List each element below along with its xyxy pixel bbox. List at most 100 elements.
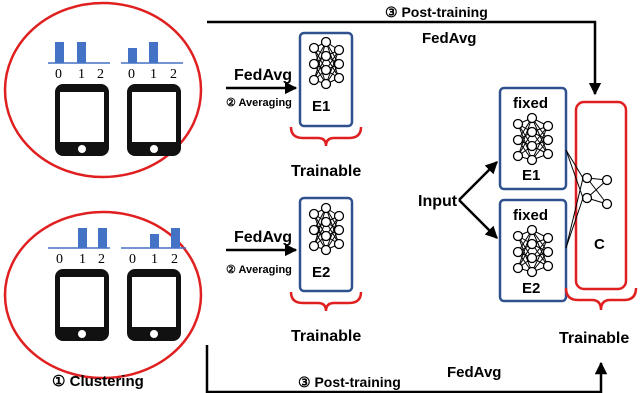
net-node	[512, 134, 524, 146]
net-node	[333, 44, 345, 56]
net-node	[333, 72, 345, 84]
fedavg-label-2: FedAvg	[234, 229, 292, 246]
net-edge	[517, 229, 533, 269]
averaging-label-1: ② Averaging	[226, 97, 292, 109]
neural-net-icon	[512, 224, 554, 278]
net-node	[320, 230, 332, 242]
post-training-arrow-top	[207, 20, 602, 96]
net-node	[526, 112, 538, 124]
net-node	[308, 224, 320, 236]
net-node	[320, 50, 332, 62]
net-node	[526, 238, 538, 250]
net-node	[526, 224, 538, 236]
post-training-label-top: ③ Post-training	[385, 4, 488, 20]
averaging-label-2: ② Averaging	[226, 264, 292, 276]
tick-a-2: 2	[97, 67, 104, 82]
net-node	[526, 252, 538, 264]
tick-d-1: 1	[151, 252, 158, 267]
clustering-label: ① Clustering	[52, 373, 144, 390]
neural-net-icon	[512, 112, 554, 166]
tick-a-0: 0	[55, 67, 62, 82]
phone-icon	[127, 269, 181, 341]
net-node	[512, 262, 524, 274]
phone-icon	[55, 269, 109, 341]
net-node	[512, 246, 524, 258]
net-node	[308, 240, 320, 252]
net-node	[542, 232, 554, 244]
net-node	[526, 126, 538, 138]
net-node	[542, 134, 554, 146]
input-arrow-down	[458, 199, 498, 239]
bar-c-1	[78, 228, 87, 248]
trainable-bracket-1	[289, 126, 363, 147]
net-node	[526, 140, 538, 152]
net-edge	[531, 237, 549, 273]
net-edge	[586, 177, 608, 205]
fedavg-label-top: FedAvg	[422, 30, 476, 47]
tick-b-1: 1	[150, 67, 157, 82]
trainable-bracket-2	[289, 291, 363, 312]
net-edge	[325, 215, 340, 251]
bar-b-0	[128, 48, 137, 63]
net-node	[542, 246, 554, 258]
histogram-phone-b: 0 1 2	[121, 42, 183, 82]
histogram-phone-c: 0 1 2	[48, 228, 110, 267]
e1-box	[298, 31, 354, 128]
net-edge	[517, 123, 533, 161]
net-node	[308, 208, 320, 220]
net-node	[333, 210, 345, 222]
input-arrow-up	[458, 161, 498, 201]
net-node	[320, 216, 332, 228]
tick-c-2: 2	[98, 252, 105, 267]
input-label: Input	[418, 193, 458, 210]
net-node	[512, 150, 524, 162]
net-node	[320, 36, 332, 48]
expert-to-classifier-edge	[565, 197, 584, 249]
net-edge	[313, 41, 327, 81]
net-node	[320, 202, 332, 214]
net-node	[526, 154, 538, 166]
tick-a-1: 1	[78, 67, 85, 82]
classifier-net-icon	[581, 172, 613, 210]
bar-a-1	[77, 42, 86, 63]
bar-a-0	[55, 42, 64, 63]
e2-box	[298, 196, 354, 293]
trainable-label-right: Trainable	[559, 330, 629, 347]
net-node	[308, 58, 320, 70]
net-node	[601, 174, 613, 186]
net-node	[308, 74, 320, 86]
net-node	[581, 192, 593, 204]
net-node	[333, 224, 345, 236]
e1-label: E1	[312, 98, 330, 115]
net-node	[526, 266, 538, 278]
tick-c-1: 1	[79, 252, 86, 267]
e1-right-label: E1	[522, 167, 540, 184]
trainable-bracket-right	[564, 287, 638, 311]
tick-d-0: 0	[129, 252, 136, 267]
e2-right-label: E2	[522, 280, 540, 297]
cluster-ellipse-top	[3, 1, 203, 179]
expert-to-classifier-edge	[565, 177, 584, 249]
phone-icon	[127, 84, 181, 156]
net-edge	[531, 125, 549, 161]
expert-to-classifier-edge	[565, 149, 584, 179]
net-node	[581, 172, 593, 184]
post-training-arrow-bottom	[205, 345, 608, 393]
bar-c-2	[98, 228, 107, 248]
net-node	[320, 64, 332, 76]
net-node	[512, 230, 524, 242]
net-node	[308, 42, 320, 54]
net-node	[542, 120, 554, 132]
classifier-box	[574, 100, 628, 291]
net-node	[333, 238, 345, 250]
neural-net-icon	[308, 202, 345, 256]
fixed-label-2: fixed	[513, 207, 548, 224]
post-training-label-bottom: ③ Post-training	[298, 374, 401, 390]
net-node	[601, 198, 613, 210]
net-edge	[517, 235, 533, 273]
tick-d-2: 2	[171, 252, 178, 267]
net-node	[320, 244, 332, 256]
net-edge	[313, 207, 327, 247]
histogram-phone-d: 0 1 2	[121, 228, 186, 267]
